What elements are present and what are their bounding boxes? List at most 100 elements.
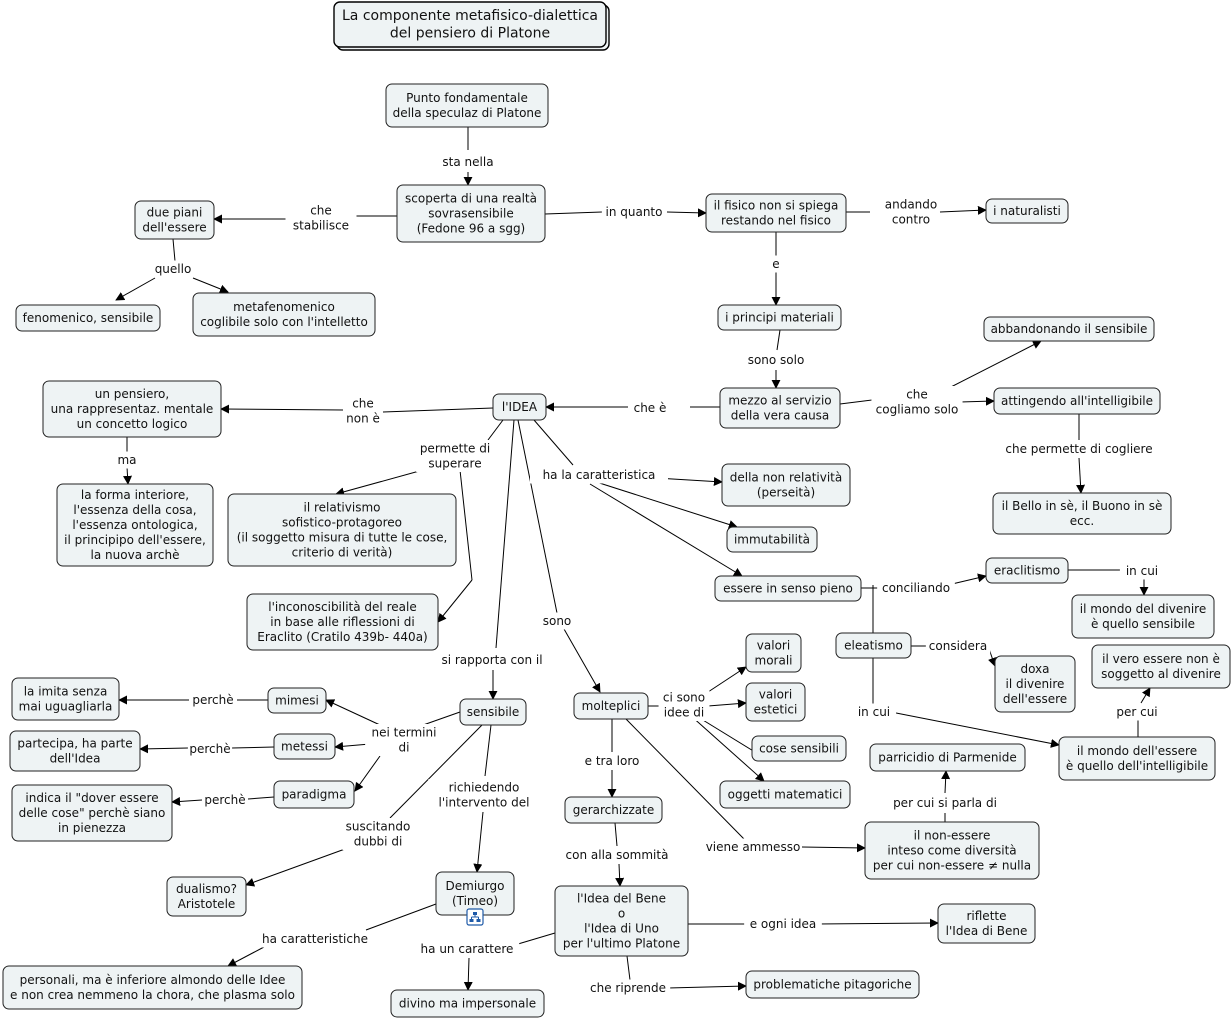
- link-permette-superare-text: permette di: [420, 442, 490, 456]
- metafen-text: metafenomenico: [233, 300, 335, 314]
- connector-arrow: [139, 744, 189, 754]
- link-e-text: e: [772, 257, 779, 271]
- connector-line: [517, 932, 556, 945]
- connector-arrow: [951, 573, 987, 585]
- connector-arrow: [939, 205, 987, 215]
- concept-node-metessi[interactable]: metessi: [273, 733, 336, 760]
- concept-node-attingendo[interactable]: attingendo all'intelligibile: [993, 387, 1161, 415]
- link-che-non-e-text: non è: [346, 412, 380, 426]
- connector-arrow: [666, 208, 707, 218]
- link-label-sono: sono: [541, 612, 573, 630]
- concept-node-abbandonando[interactable]: abbandonando il sensibile: [983, 316, 1155, 342]
- link-label-e: e: [770, 255, 782, 273]
- connector-arrow: [171, 796, 203, 806]
- concept-node-naturalisti[interactable]: i naturalisti: [985, 198, 1069, 224]
- connector-arrow: [707, 699, 747, 709]
- piani-text: dell'essere: [142, 221, 206, 235]
- link-andando-contro-text: andando: [885, 198, 938, 212]
- indica-text: delle cose" perchè siano: [19, 806, 166, 820]
- concept-node-parricidio[interactable]: parricidio di Parmenide: [869, 743, 1026, 772]
- concept-node-scoperta[interactable]: scoperta di una realtàsovrasensibile(Fed…: [396, 184, 546, 243]
- node-box: [719, 780, 851, 809]
- scoperta-text: sovrasensibile: [428, 207, 513, 221]
- node-box: [835, 632, 912, 659]
- connector-line: [365, 903, 437, 931]
- concept-node-fenomenico[interactable]: fenomenico, sensibile: [15, 304, 161, 332]
- connector-line: [382, 407, 494, 413]
- concept-node-dualismo[interactable]: dualismo?Aristotele: [166, 876, 247, 917]
- concept-node-principi[interactable]: i principi materiali: [717, 304, 842, 331]
- concept-map-link-icon[interactable]: [466, 908, 484, 926]
- concept-node-eraclitismo[interactable]: eraclitismo: [985, 557, 1069, 584]
- concept-node-sensibile[interactable]: sensibile: [459, 698, 527, 726]
- concept-node-personali[interactable]: personali, ma è inferiore almondo delle …: [2, 965, 303, 1010]
- nonrel-text: (perseità): [757, 486, 815, 500]
- concept-node-mimesi[interactable]: mimesi: [267, 687, 327, 714]
- concept-node-paradigma[interactable]: paradigma: [273, 780, 355, 809]
- metafen-text: coglibile solo con l'intelletto: [200, 315, 368, 329]
- node-box: [390, 989, 545, 1018]
- concept-node-pensiero[interactable]: un pensiero,una rappresentaz. mentaleun …: [42, 380, 222, 438]
- doxa-text: dell'essere: [1003, 692, 1067, 706]
- riflette-text: riflette: [966, 909, 1006, 923]
- link-considera-text: considera: [929, 639, 987, 653]
- concept-node-pieno[interactable]: essere in senso pieno: [714, 575, 862, 602]
- concept-node-idea[interactable]: l'IDEA: [492, 393, 547, 421]
- doxa-text: doxa: [1020, 662, 1049, 676]
- connector-arrow: [115, 277, 156, 301]
- partecipa-text: dell'Idea: [50, 752, 101, 766]
- inconosc-text: Eraclito (Cratilo 439b- 440a): [257, 630, 427, 644]
- concept-node-problem[interactable]: problematiche pitagoriche: [745, 970, 920, 999]
- link-sono-text: sono: [543, 614, 572, 628]
- mezzo-text: mezzo al servizio: [728, 394, 831, 408]
- bene-text: per l'ultimo Platone: [563, 937, 680, 951]
- link-suscitando-text: suscitando: [346, 820, 411, 834]
- concept-node-demiurgo[interactable]: Demiurgo(Timeo): [435, 871, 515, 916]
- valorim-text: valori: [757, 639, 790, 653]
- concept-node-eleatismo[interactable]: eleatismo: [835, 632, 912, 659]
- node-box: [385, 83, 549, 128]
- bene-text: l'Idea del Bene: [577, 892, 666, 906]
- concept-node-divino[interactable]: divino ma impersonale: [390, 989, 545, 1018]
- connector-arrow: [704, 666, 747, 695]
- mondoess-text: è quello dell'intelligibile: [1066, 759, 1208, 773]
- link-e-tra-loro-text: e tra loro: [585, 754, 640, 768]
- pieno-text: essere in senso pieno: [723, 582, 853, 596]
- concept-node-cose[interactable]: cose sensibili: [751, 735, 847, 762]
- concept-node-immut[interactable]: immutabilità: [726, 526, 818, 553]
- node-box: [745, 970, 920, 999]
- concept-node-nonrel[interactable]: della non relatività(perseità): [721, 463, 851, 507]
- link-in-cui-2-text: in cui: [858, 705, 890, 719]
- concept-node-molteplici[interactable]: molteplici: [573, 692, 649, 720]
- concept-node-gerarch[interactable]: gerarchizzate: [564, 796, 663, 824]
- node-box: [396, 184, 546, 243]
- concept-node-oggetti[interactable]: oggetti matematici: [719, 780, 851, 809]
- node-box: [1058, 736, 1216, 781]
- concept-node-forma[interactable]: la forma interiore,l'essenza della cosa,…: [56, 483, 214, 567]
- node-box: [937, 903, 1036, 944]
